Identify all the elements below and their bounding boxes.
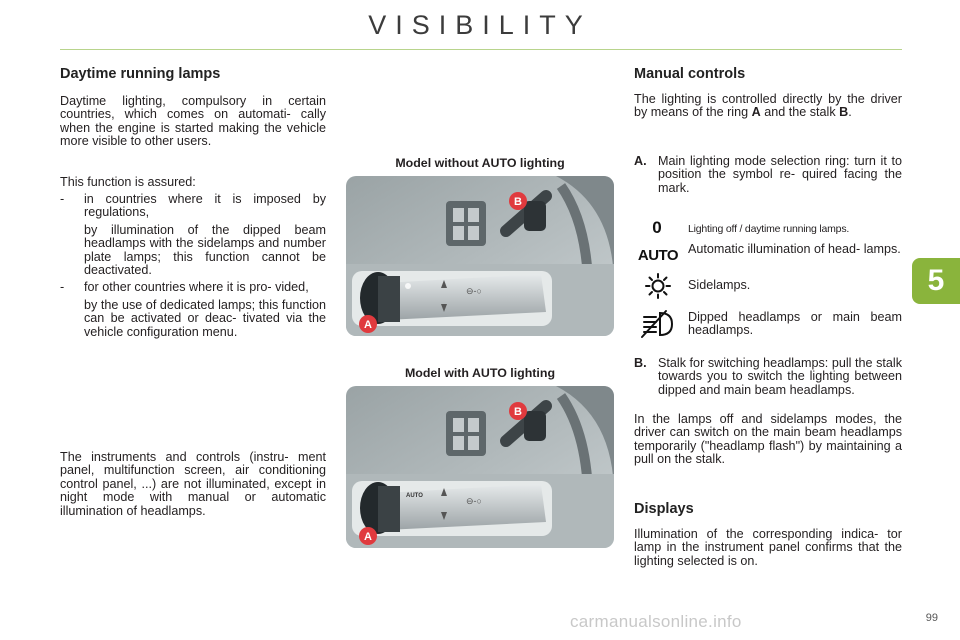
figure-caption-bottom: Model with AUTO lighting xyxy=(404,366,556,380)
auto-mark: AUTO xyxy=(406,493,423,499)
symbol-sidelamps-text: Sidelamps. xyxy=(688,278,751,292)
displays-heading: Displays xyxy=(634,501,694,517)
instruments-text: The instruments and controls (instru- me… xyxy=(60,450,326,518)
page-number: 99 xyxy=(925,612,938,624)
headlamp-flash-text: In the lamps off and sidelamps modes, th… xyxy=(634,412,902,467)
daytime-heading: Daytime running lamps xyxy=(60,66,221,82)
svg-text:⊖‑○: ⊖‑○ xyxy=(466,496,482,506)
daytime-intro: Daytime lighting, compulsory in certain … xyxy=(60,94,326,149)
figure-stalk-no-auto: B ⊖‑○ A xyxy=(346,176,614,336)
symbol-headlamps-text: Dipped headlamps or main beam headlamps. xyxy=(688,310,902,338)
manual-controls-heading: Manual controls xyxy=(634,66,746,82)
stalk-illustration: B AUTO ⊖‑○ A xyxy=(346,386,614,548)
stalk-illustration: B ⊖‑○ A xyxy=(346,176,614,336)
page-title: VISIBILITY xyxy=(368,10,592,40)
list-item: - for other countries where it is pro- v… xyxy=(60,281,326,339)
symbol-off-text: Lighting off / daytime running lamps. xyxy=(688,223,850,235)
figure-caption-top: Model without AUTO lighting xyxy=(395,156,565,170)
list-item-text: in countries where it is imposed by regu… xyxy=(84,192,326,220)
callout-a: A xyxy=(364,531,372,543)
list-item: - in countries where it is imposed by re… xyxy=(60,192,326,278)
callout-a: A xyxy=(364,319,372,331)
zero-symbol-icon: 0 xyxy=(652,218,662,237)
assured-label: This function is assured: xyxy=(60,175,196,189)
list-item-text: for other countries where it is pro- vid… xyxy=(84,280,309,295)
list-dash: - xyxy=(60,280,65,295)
item-b: B. Stalk for switching headlamps: pull t… xyxy=(634,356,902,397)
item-b-label: B. xyxy=(634,356,647,370)
item-a-text: Main lighting mode selection ring: turn … xyxy=(658,154,902,195)
headlamps-icon xyxy=(640,309,676,339)
callout-b: B xyxy=(514,196,522,208)
list-item-sub: by the use of dedicated lamps; this func… xyxy=(84,297,326,339)
chapter-tab: 5 xyxy=(912,258,960,304)
manual-controls-intro: The lighting is controlled directly by t… xyxy=(634,92,902,120)
figure-stalk-auto: B AUTO ⊖‑○ A xyxy=(346,386,614,548)
callout-b: B xyxy=(514,406,522,418)
list-item-sub: by illumination of the dipped beam headl… xyxy=(84,222,326,278)
sidelamps-icon xyxy=(644,272,672,300)
item-a: A. Main lighting mode selection ring: tu… xyxy=(634,154,902,195)
list-dash: - xyxy=(60,192,65,206)
displays-text: Illumination of the corresponding indica… xyxy=(634,527,902,568)
auto-symbol-icon: AUTO xyxy=(637,246,679,264)
svg-text:⊖‑○: ⊖‑○ xyxy=(466,286,482,296)
symbol-auto-text: Automatic illumination of head- lamps. xyxy=(688,242,901,256)
item-a-label: A. xyxy=(634,154,647,168)
watermark: carmanualsonline.info xyxy=(570,612,742,631)
item-b-text: Stalk for switching headlamps: pull the … xyxy=(658,356,902,397)
assured-list: - in countries where it is imposed by re… xyxy=(60,192,326,339)
title-divider xyxy=(60,49,902,50)
